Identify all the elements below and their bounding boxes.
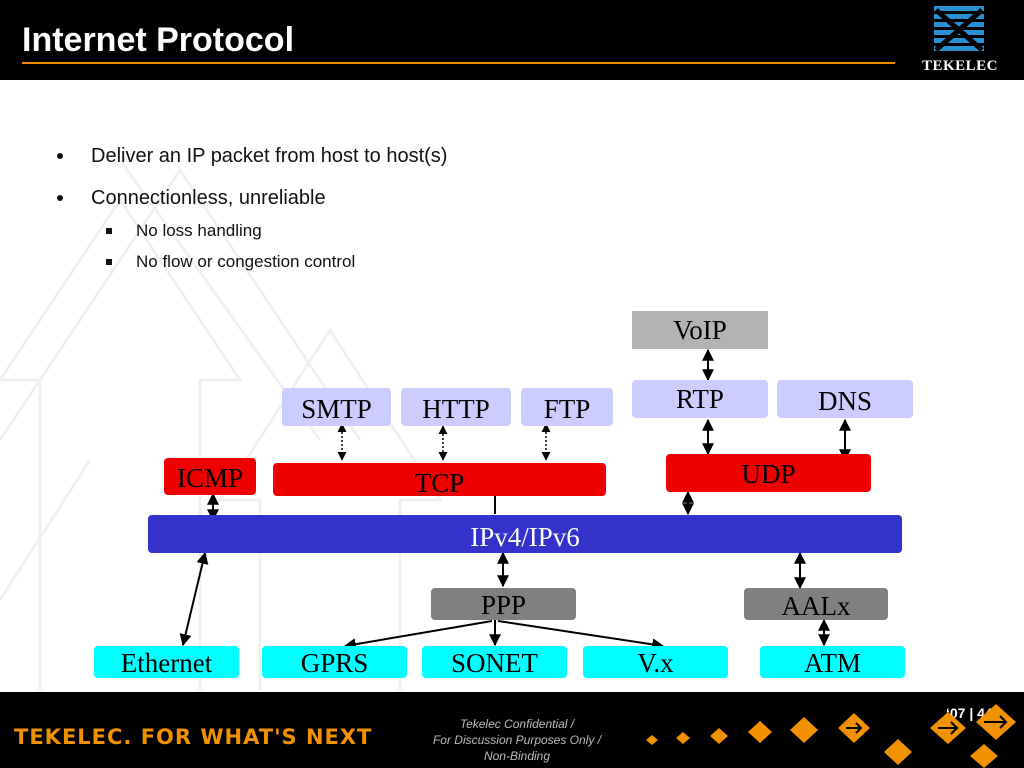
rtp-box: RTP — [632, 380, 768, 418]
smtp-box: SMTP — [282, 388, 391, 426]
title-underline — [22, 62, 895, 64]
sub-bullet-loss: No loss handling — [136, 221, 262, 240]
tcp-box: TCP — [273, 463, 606, 498]
ip-layer-box: IPv4/IPv6 — [148, 515, 902, 553]
ip-ethernet-arrow — [179, 551, 209, 647]
bullet-deliver: Deliver an IP packet from host to host(s… — [91, 145, 448, 167]
vx-box: V.x — [583, 646, 728, 678]
header-bar — [0, 0, 1024, 80]
confidential-line-3: Non-Binding — [483, 749, 551, 763]
sub-bullet-square — [106, 228, 112, 234]
ftp-box: FTP — [521, 388, 613, 426]
atm-box: ATM — [760, 646, 905, 678]
aalx-box: AALx — [744, 588, 888, 621]
voip-box: VoIP — [632, 311, 768, 349]
dns-box: DNS — [777, 380, 913, 418]
sub-bullet-flow: No flow or congestion control — [136, 252, 356, 271]
confidential-line-2: For Discussion Purposes Only / — [432, 733, 602, 747]
icmp-box: ICMP — [164, 458, 256, 495]
bullet-dot — [57, 195, 63, 201]
ppp-vx-arrow — [497, 620, 665, 651]
logo-text: TEKELEC — [921, 58, 999, 74]
udp-box: UDP — [666, 454, 871, 492]
bullet-connectionless: Connectionless, unreliable — [91, 187, 326, 209]
tekelec-logo-icon — [932, 4, 986, 54]
http-box: HTTP — [401, 388, 511, 426]
page-number: ‘07 | 44 — [946, 705, 993, 721]
gprs-box: GPRS — [262, 646, 407, 678]
slide-title: Internet Protocol — [22, 21, 295, 59]
sonet-box: SONET — [422, 646, 567, 678]
ppp-box: PPP — [431, 588, 576, 620]
footer-slogan: TEKELEC. FOR WHAT'S NEXT — [14, 725, 373, 749]
bullet-dot — [57, 153, 63, 159]
sub-bullet-square — [106, 259, 112, 265]
footer-arrows-decoration — [646, 704, 1016, 768]
ethernet-box: Ethernet — [94, 646, 239, 678]
confidential-line-1: Tekelec Confidential / — [459, 717, 575, 731]
ppp-gprs-arrow — [343, 620, 493, 651]
